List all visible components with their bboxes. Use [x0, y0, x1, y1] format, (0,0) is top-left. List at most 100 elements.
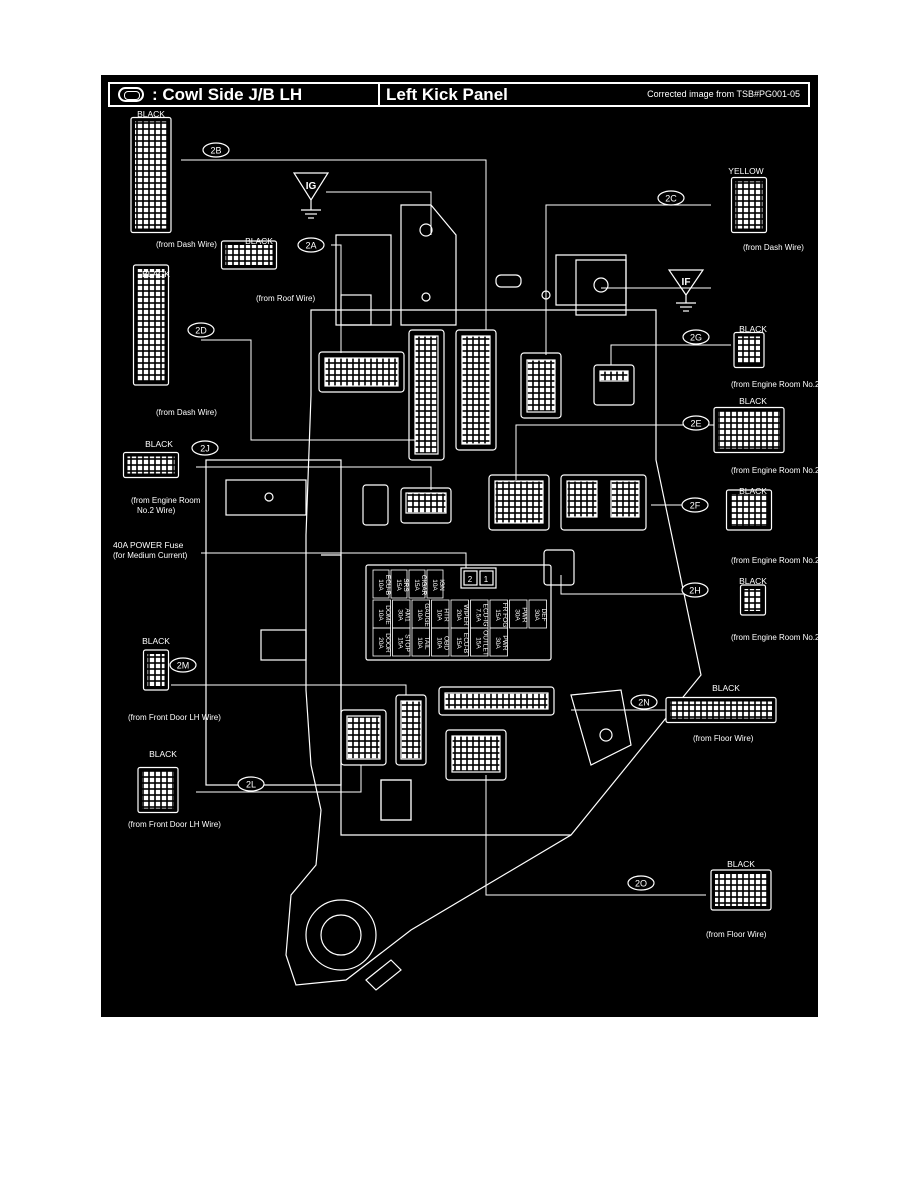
bracket-outline [205, 204, 702, 991]
fuse-name: OUTLET [482, 630, 489, 656]
fuse-name: CIGAR [420, 575, 427, 596]
jb-sockets [318, 329, 647, 821]
fuse-name: IGN [438, 579, 445, 591]
fuse-name: GAUGE [423, 603, 430, 627]
connector-color: BLACK [739, 324, 767, 334]
connector-id: 2G [690, 333, 702, 343]
fuse-name: PWR [521, 607, 528, 622]
connector-source: (from Dash Wire) [156, 240, 217, 249]
title-divider [378, 84, 380, 105]
connector-color: BLACK [245, 236, 273, 246]
fuse-name: SRS [402, 578, 409, 592]
connector-source: (from Floor Wire) [706, 930, 767, 939]
connector-color: BLACK [739, 576, 767, 586]
connector-source: (from Engine Room No.2 Wire) [731, 633, 818, 642]
fuse-amperage: 30A [533, 609, 540, 621]
fuse-amperage: 7.5A [475, 608, 482, 622]
diagram-background [101, 75, 818, 1017]
fuse-amperage: 20A [377, 637, 384, 649]
fuse-amperage: 15A [494, 609, 501, 621]
fuse-amperage: 10A [416, 637, 423, 649]
connector-id: 2J [200, 444, 210, 454]
connector-source: (from Engine Room No.2 Wire) [731, 380, 818, 389]
connector-id: 2E [690, 419, 701, 429]
power-fuse-sublabel: (for Medium Current) [113, 551, 188, 560]
fuse-amperage: 10A [436, 609, 443, 621]
fuse-name: DEF [540, 609, 547, 622]
fuse-name: FR FOG [501, 603, 508, 628]
connector-id: 2B [210, 146, 221, 156]
fuse-name: STOP [404, 634, 411, 652]
fuse-name: PWR [501, 635, 508, 650]
power-fuse-pin: 2 [468, 575, 473, 584]
location-title: : Cowl Side J/B LH [152, 85, 303, 104]
panel-title: Left Kick Panel [386, 85, 508, 104]
connector-id: 2C [665, 194, 677, 204]
leader-lines [171, 159, 731, 896]
connector-source: (from Dash Wire) [156, 408, 217, 417]
power-fuse-label: 40A POWER Fuse [113, 540, 184, 550]
connector-id: 2O [635, 879, 647, 889]
fuse-name: TAIL [423, 636, 430, 650]
fuse-amperage: 10A [377, 579, 384, 591]
connector-id: 2M [177, 661, 190, 671]
fuse-amperage: 15A [455, 637, 462, 649]
fuse-name: OBD [443, 636, 450, 650]
connector-id: 2L [246, 780, 256, 790]
fuse-amperage: 30A [514, 609, 521, 621]
connector-color: BLACK [727, 859, 755, 869]
fuse-amperage: 10A [377, 609, 384, 621]
fuse-amperage: 20A [455, 609, 462, 621]
connector-2g: 2G BLACK (from Engine Room No.2 Wire) [682, 324, 818, 389]
connector-source: (from Front Door LH Wire) [128, 713, 221, 722]
fuse-amperage: 15A [413, 579, 420, 591]
fuse-name: DOOR [384, 633, 391, 653]
fuse-name: WIPER [462, 604, 469, 626]
connector-id: 2D [195, 326, 207, 336]
fuse-amperage: 10A [431, 579, 438, 591]
fuse-name: ECU-B [384, 575, 391, 595]
fuse-amperage: 30A [397, 609, 404, 621]
fuse-name: ECU-IG [482, 604, 489, 627]
connector-2e: 2E BLACK (from Engine Room No.2 Wire) [682, 396, 818, 475]
title-bar: : Cowl Side J/B LH Left Kick Panel Corre… [108, 82, 810, 107]
connector-2d: 2D BLACK (from Dash Wire) [132, 264, 217, 417]
correction-note: Corrected image from TSB#PG001-05 [647, 89, 800, 99]
connector-source: (from Engine Room No.2 Wire) [731, 466, 818, 475]
fuse-name: HTR [443, 608, 450, 622]
connector-source: (from Floor Wire) [693, 734, 754, 743]
fuse-name: ECU-B [462, 633, 469, 653]
connector-color: BLACK [142, 269, 170, 279]
ground-label: IG [306, 181, 317, 192]
connector-color: BLACK [739, 396, 767, 406]
junction-block-icon [118, 87, 144, 102]
ground-if-symbol: IF [667, 269, 705, 312]
fuse-amperage: 15A [395, 579, 402, 591]
